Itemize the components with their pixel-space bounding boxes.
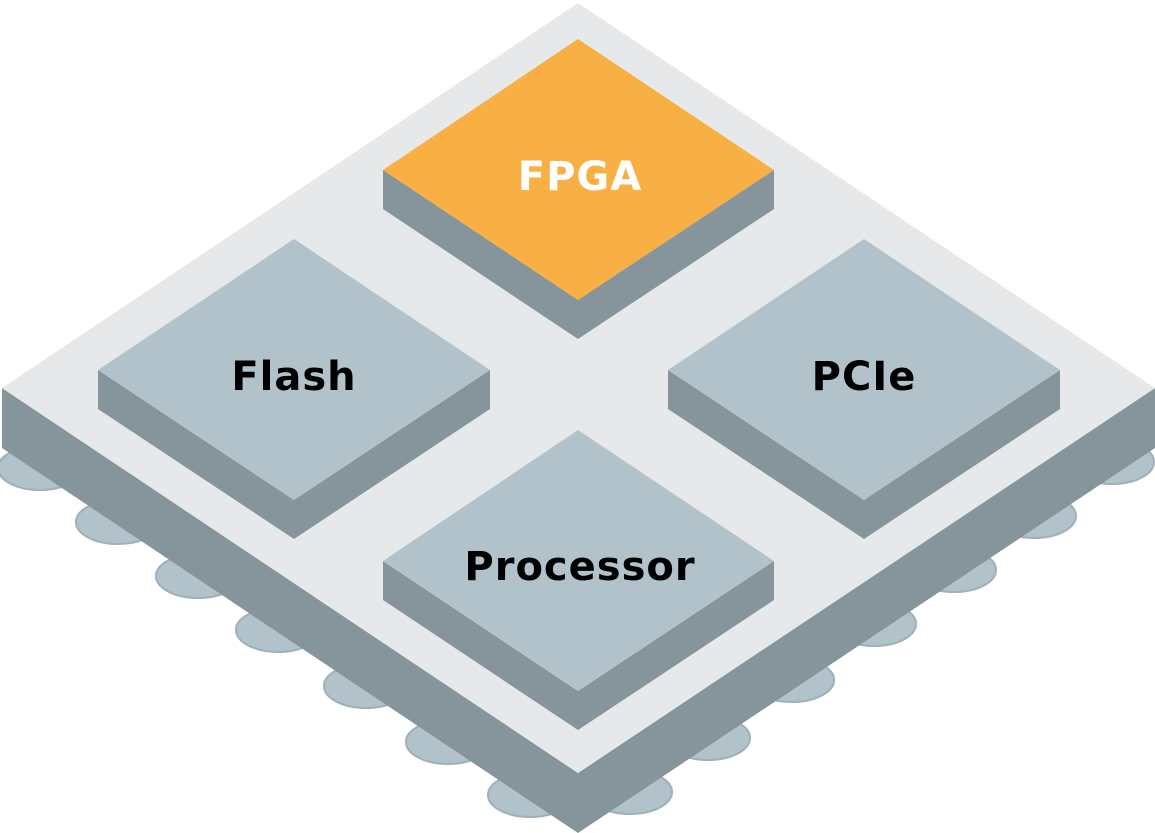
substrate-board <box>2 3 1155 833</box>
chip-fpga: FPGA <box>383 39 774 339</box>
chip-fpga-right-side <box>578 170 774 339</box>
board-top <box>2 3 1155 773</box>
board-left-side <box>2 388 578 833</box>
chip-fpga-label: FPGA <box>518 154 642 200</box>
chip-processor-label: Processor <box>464 544 695 590</box>
chip-flash-top <box>98 239 490 500</box>
chip-flash: Flash <box>98 239 490 539</box>
chip-processor-right-side <box>578 561 774 730</box>
chip-pcie-top <box>668 239 1060 500</box>
chip-flash-label: Flash <box>231 354 356 400</box>
chip-flash-left-side <box>98 370 294 539</box>
chip-pcie-right-side <box>864 370 1060 539</box>
chip-fpga-top <box>383 39 774 300</box>
chip-processor-left-side <box>383 561 578 730</box>
board-right-side <box>578 388 1155 833</box>
chip-processor-top <box>383 430 774 691</box>
chip-pcie: PCIe <box>668 239 1060 539</box>
chip-flash-right-side <box>294 370 490 539</box>
chip-pcie-left-side <box>668 370 864 539</box>
chip-pcie-label: PCIe <box>812 354 917 400</box>
chip-fpga-left-side <box>383 170 578 339</box>
chip-processor: Processor <box>383 430 774 730</box>
